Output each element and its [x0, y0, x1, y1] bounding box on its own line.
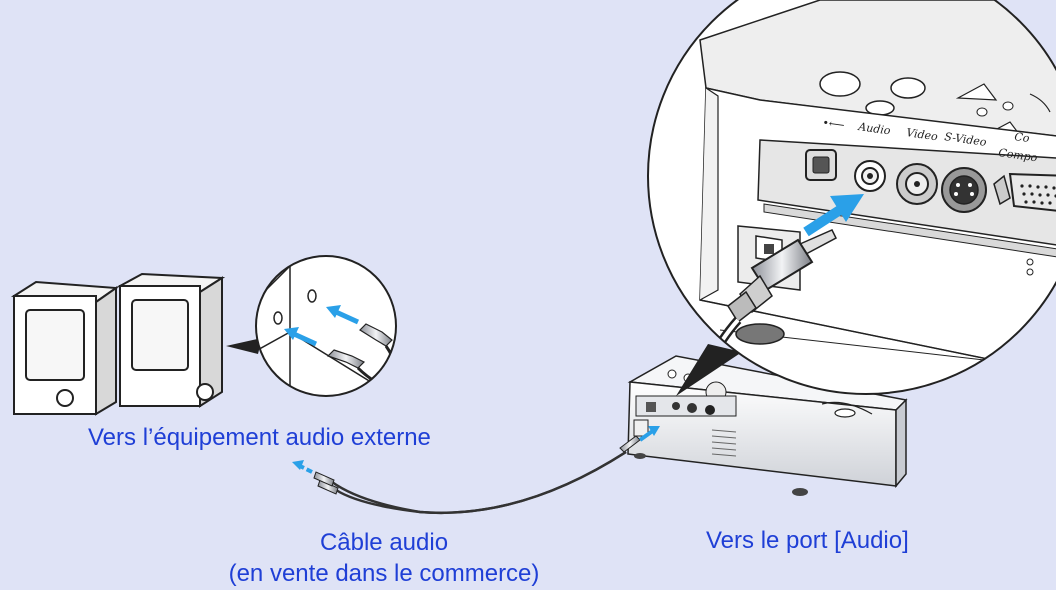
callout-pointer: [676, 344, 742, 396]
audio-port-callout: •⟵ Audio Video S-Video Co Compo: [647, 0, 1056, 395]
cable-label-line2: (en vente dans le commerce): [228, 560, 540, 587]
cable-label-line1: Câble audio: [319, 529, 449, 556]
computer-port-label-line1: Co: [1014, 130, 1031, 145]
speaker-left: [10, 280, 119, 416]
speaker-input-callout: [226, 255, 397, 397]
computer-port-label-line2: Compo: [998, 146, 1039, 164]
cable-label: Câble audio (en vente dans le commerce): [0, 527, 768, 589]
audio-port-target-label: Vers le port [Audio]: [706, 527, 909, 554]
svideo-port-label: S-Video: [944, 130, 988, 149]
audio-port-label: Audio: [857, 120, 892, 138]
audio-cable: [292, 426, 660, 515]
external-audio-label: Vers l’équipement audio externe: [88, 424, 431, 451]
video-port-label: Video: [906, 126, 939, 143]
usb-port-label: •⟵: [822, 116, 846, 132]
speaker-right: [116, 272, 226, 408]
